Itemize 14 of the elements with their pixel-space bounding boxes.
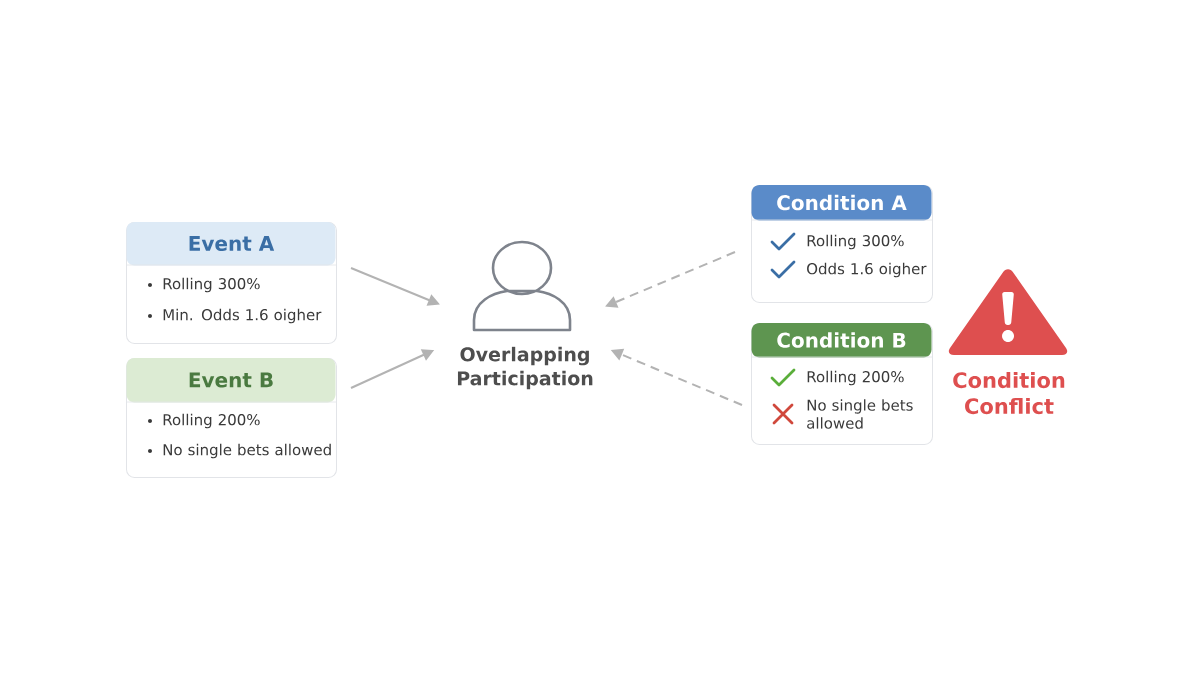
node-label: Overlapping Participation <box>457 346 593 390</box>
card-title: Condition A <box>777 194 907 211</box>
list-item: Odds 1.6 oigher <box>807 262 927 278</box>
card-title: Condition B <box>777 332 906 348</box>
list-item: Rolling 200% <box>807 370 904 386</box>
list-item: Min. Odds 1.6 oigher <box>163 308 322 324</box>
warning-label: Condition Conflict <box>953 371 1065 415</box>
card-title: Event B <box>189 372 273 388</box>
list-item: No single bets allowed <box>163 443 331 459</box>
list-item: Rolling 300% <box>163 277 260 293</box>
list-item: No single bets allowed <box>807 399 913 429</box>
list-item: Rolling 200% <box>163 413 260 429</box>
card-title: Event A <box>189 236 275 251</box>
list-item: Rolling 300% <box>807 234 904 250</box>
